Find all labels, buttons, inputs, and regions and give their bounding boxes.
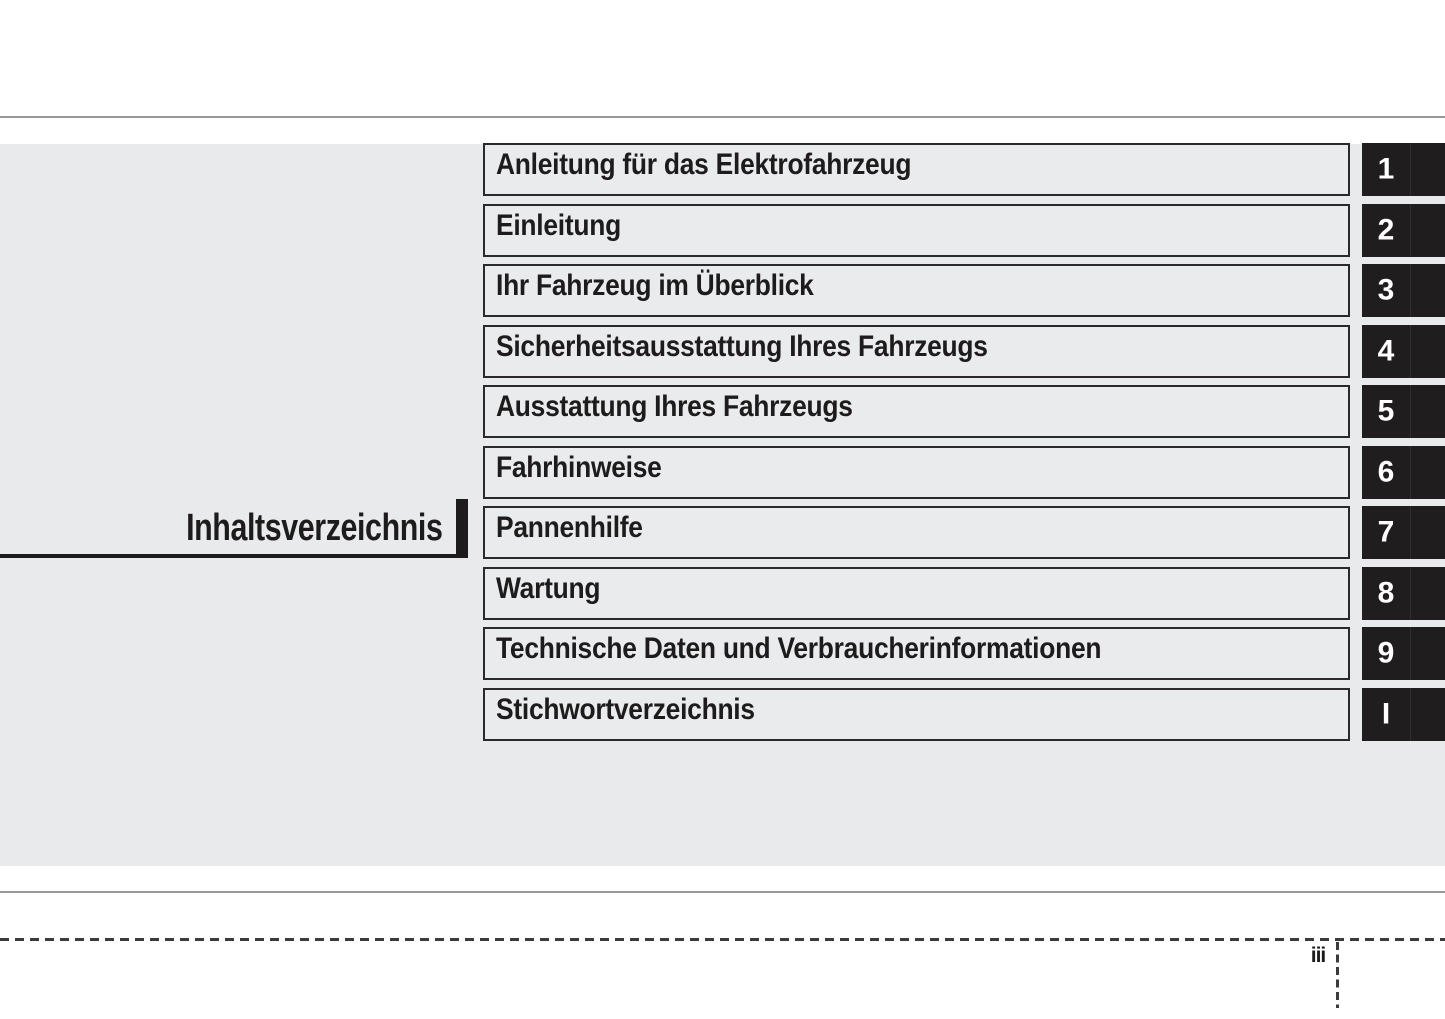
chapter-row[interactable]: Anleitung für das Elektrofahrzeug [483, 143, 1350, 196]
chapter-edge-tab[interactable]: 1 [1362, 143, 1445, 196]
chapter-label: Anleitung für das Elektrofahrzeug [496, 148, 912, 181]
tab-number: 6 [1377, 454, 1395, 488]
chapter-label: Stichwortverzeichnis [496, 693, 755, 726]
tab-number: 3 [1377, 272, 1395, 306]
cut-line-horizontal [0, 938, 1445, 941]
chapter-edge-tab[interactable]: I [1362, 688, 1445, 741]
chapter-edge-tab[interactable]: 6 [1362, 446, 1445, 499]
tab-number: 9 [1377, 635, 1395, 669]
chapter-label: Wartung [496, 572, 601, 605]
chapter-row[interactable]: Einleitung [483, 204, 1350, 257]
tab-number: 8 [1377, 575, 1395, 609]
chapter-edge-tab[interactable]: 9 [1362, 627, 1445, 680]
top-rule [0, 116, 1445, 118]
chapter-label: Ausstattung Ihres Fahrzeugs [496, 390, 853, 423]
chapter-row[interactable]: Fahrhinweise [483, 446, 1350, 499]
tab-number: I [1381, 696, 1391, 730]
chapter-edge-tab[interactable]: 3 [1362, 264, 1445, 317]
tab-number: 7 [1377, 514, 1395, 548]
chapter-label: Sicherheitsausstattung Ihres Fahrzeugs [496, 330, 988, 363]
chapter-row[interactable]: Wartung [483, 567, 1350, 620]
bottom-rule [0, 891, 1445, 893]
chapter-row[interactable]: Ihr Fahrzeug im Überblick [483, 264, 1350, 317]
chapter-row[interactable]: Pannenhilfe [483, 506, 1350, 559]
chapter-row[interactable]: Ausstattung Ihres Fahrzeugs [483, 385, 1350, 438]
page-number: iii [1310, 944, 1327, 967]
chapter-edge-tab[interactable]: 7 [1362, 506, 1445, 559]
tab-number: 5 [1377, 393, 1395, 427]
page-title: Inhaltsverzeichnis [185, 506, 443, 549]
tab-number: 1 [1377, 151, 1395, 185]
chapter-label: Ihr Fahrzeug im Überblick [496, 269, 814, 302]
chapter-edge-tab[interactable]: 2 [1362, 204, 1445, 257]
chapter-label: Technische Daten und Verbraucherinformat… [496, 632, 1102, 665]
chapter-edge-tab[interactable]: 8 [1362, 567, 1445, 620]
chapter-label: Pannenhilfe [496, 511, 643, 544]
tab-number: 2 [1377, 212, 1395, 246]
tab-number: 4 [1377, 333, 1395, 367]
chapter-edge-tab[interactable]: 4 [1362, 325, 1445, 378]
chapter-edge-tab[interactable]: 5 [1362, 385, 1445, 438]
chapter-row[interactable]: Stichwortverzeichnis [483, 688, 1350, 741]
chapter-label: Fahrhinweise [496, 451, 662, 484]
chapter-label: Einleitung [496, 209, 621, 242]
chapter-row[interactable]: Technische Daten und Verbraucherinformat… [483, 627, 1350, 680]
title-accent-bar [456, 499, 468, 558]
title-underline [0, 554, 468, 558]
cut-line-vertical [1336, 942, 1339, 1008]
chapter-row[interactable]: Sicherheitsausstattung Ihres Fahrzeugs [483, 325, 1350, 378]
